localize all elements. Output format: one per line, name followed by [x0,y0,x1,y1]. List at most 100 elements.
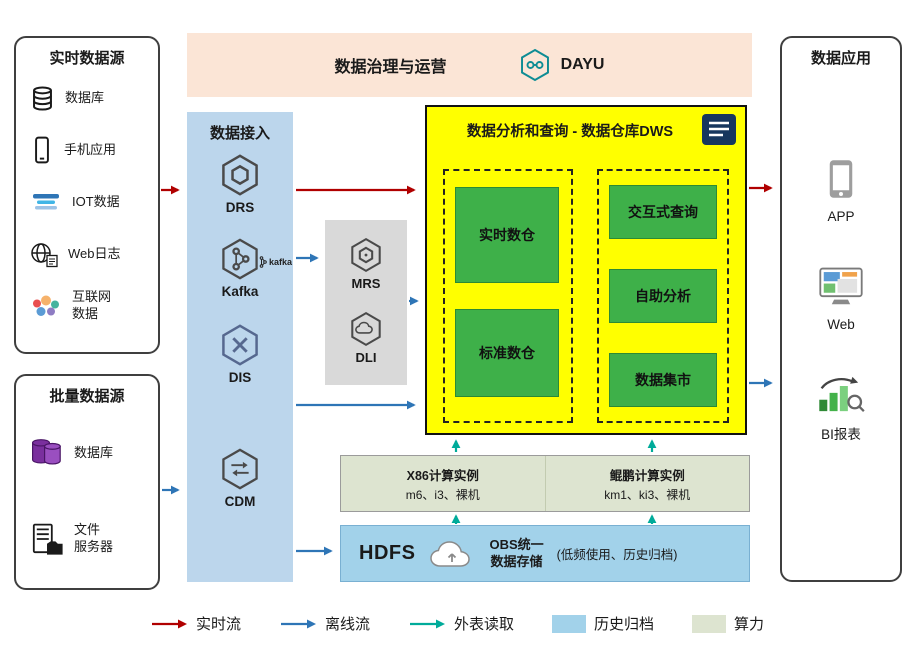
source-label: 互联网 数据 [72,289,112,321]
processing-panel: MRS DLI [325,220,407,385]
obs-cloud-icon [430,540,471,567]
dws-warehouse-icon [702,114,736,145]
batch-sources-title: 批量数据源 [49,388,125,405]
legend-label: 离线流 [324,616,370,633]
dws-panel: 数据分析和查询 - 数据仓库DWS 实时数仓 标准数仓 交互式查询 自助分析 数… [425,105,747,435]
realtime-flow-arrow-icon [151,619,187,628]
source-item-batch-database: 数据库 [16,410,158,496]
external-read-arrow-icon [409,619,445,628]
processing-label: MRS [351,276,381,291]
kunpeng-compute-cell: 鲲鹏计算实例 km1、ki3、裸机 [544,456,750,511]
governance-banner: 数据治理与运营 DAYU [187,33,752,97]
data-applications-title: 数据应用 [810,50,871,67]
legend-item-history-archive: 历史归档 [552,613,654,634]
ingestion-label: Kafka [221,284,259,299]
legend-label: 外表读取 [453,616,514,633]
source-item-file-server: 文件 服务器 [16,496,158,582]
realtime-sources-list: 数据库 手机应用 IO [16,72,158,332]
source-item-database: 数据库 [16,72,158,124]
source-label: 数据库 [74,444,114,460]
realtime-sources-panel: 实时数据源 数据库 [14,36,160,354]
dis-hexagon-icon [222,324,258,366]
ingestion-item-dis: DIS [187,322,293,385]
obs-storage-label: OBS统一 数据存储 [489,537,544,569]
legend-label: 实时流 [195,616,241,633]
compute-power-swatch [692,614,727,633]
mrs-hexagon-icon [351,237,381,273]
self-service-analysis-box: 自助分析 [609,269,717,323]
legend-item-realtime-flow: 实时流 [150,613,241,634]
cdm-hexagon-icon [222,448,258,490]
kafka-wordmark: kafka [259,256,292,268]
dayu-hexagon-icon [520,48,549,82]
kunpeng-compute-detail: km1、ki3、裸机 [604,487,691,502]
processing-item-dli: DLI [325,310,407,365]
database-icon [29,85,56,112]
application-label: Web [827,317,855,332]
kunpeng-compute-title: 鲲鹏计算实例 [609,468,685,483]
standard-warehouse-box: 标准数仓 [455,309,559,397]
ingestion-item-cdm: CDM [187,446,293,509]
legend-item-external-read: 外表读取 [408,613,514,634]
compute-panel: X86计算实例 m6、i3、裸机 鲲鹏计算实例 km1、ki3、裸机 [340,455,750,512]
web-monitor-icon [818,266,864,313]
source-item-iot: IOT数据 [16,176,158,228]
source-item-internet-data: 互联网 数据 [16,280,158,332]
globe-log-icon [29,241,59,268]
dayu-label: DAYU [560,56,605,73]
source-item-web-log: Web日志 [16,228,158,280]
dayu-logo: DAYU [517,47,605,83]
dws-title: 数据分析和查询 - 数据仓库DWS [466,124,674,140]
source-label: 文件 服务器 [74,522,114,554]
ingestion-label: DRS [225,200,255,215]
ingestion-item-drs: DRS [187,152,293,215]
legend-item-offline-flow: 离线流 [279,613,370,634]
legend-item-compute-power: 算力 [692,613,764,634]
processing-item-mrs: MRS [325,236,407,291]
app-item-bi: BI报表 [782,374,900,443]
processing-label: DLI [355,350,377,365]
legend-label: 历史归档 [594,616,655,633]
history-archive-swatch [552,614,586,633]
x86-compute-cell: X86计算实例 m6、i3、裸机 [341,456,545,511]
interactive-query-box: 交互式查询 [609,185,717,239]
ingestion-item-kafka: kafka Kafka [187,236,293,299]
dli-hexagon-icon [351,311,381,347]
app-item-app: APP [782,158,900,224]
governance-title: 数据治理与运营 [334,59,447,76]
ingestion-label: CDM [224,494,256,509]
realtime-sources-title: 实时数据源 [49,50,125,67]
source-label: Web日志 [68,245,121,261]
source-item-mobile-app: 手机应用 [16,124,158,176]
hdfs-label: HDFS [359,542,416,564]
data-mart-box: 数据集市 [609,353,717,407]
data-applications-panel: 数据应用 APP [780,36,902,582]
source-label: 数据库 [65,89,105,105]
purple-database-icon [29,436,65,470]
x86-compute-detail: m6、i3、裸机 [405,487,480,502]
iot-icon [29,189,63,215]
data-ingestion-panel: 数据接入 DRS kafka Kafka [187,112,293,582]
legend: 实时流 离线流 外表读取 历史归档 算力 [0,613,914,634]
warehouse-group: 实时数仓 标准数仓 [443,169,573,423]
source-label: IOT数据 [72,193,120,209]
services-group: 交互式查询 自助分析 数据集市 [597,169,729,423]
kafka-glyph-icon [259,256,267,268]
batch-sources-list: 数据库 文件 服务器 [16,410,158,582]
source-label: 手机应用 [64,141,117,157]
internet-data-icon [29,293,63,320]
legend-label: 算力 [734,616,765,633]
kafka-hexagon-icon [222,238,258,280]
phone-icon [29,136,55,164]
application-label: APP [827,209,855,224]
ingestion-label: DIS [228,370,252,385]
bi-report-icon [817,374,865,419]
obs-storage-note: (低频使用、历史归档) [556,548,678,562]
app-phone-icon [826,158,856,205]
x86-compute-title: X86计算实例 [406,468,479,483]
app-item-web: Web [782,266,900,332]
file-server-icon [29,522,65,556]
storage-panel: HDFS OBS统一 数据存储 (低频使用、历史归档) [340,525,750,582]
offline-flow-arrow-icon [280,619,316,628]
